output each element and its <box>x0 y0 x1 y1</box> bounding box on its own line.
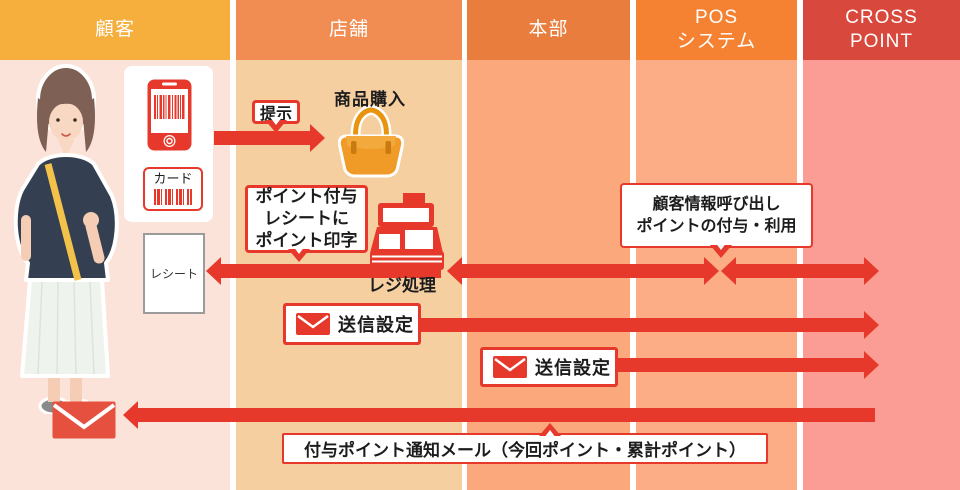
member-card-barcode <box>154 189 192 205</box>
point-grant-bubble-label: ポイント付与 レシートに ポイント印字 <box>255 186 358 251</box>
register-label: レジ処理 <box>368 276 436 295</box>
lane-header-customer: 顧客 <box>0 0 230 60</box>
customer-id-card: カード <box>124 66 213 222</box>
present-bubble-label: 提示 <box>259 106 292 123</box>
notify-mail-arrow-body <box>136 408 875 422</box>
present-arrow-body <box>214 131 311 145</box>
receipt-label: レシート <box>149 267 198 281</box>
lane-header-store: 店舗 <box>236 0 462 60</box>
mail-received-icon <box>52 401 116 439</box>
lane-header-pos-system: POS システム <box>636 0 797 60</box>
member-card-label: カード <box>153 171 193 186</box>
handbag-icon <box>338 105 404 178</box>
send-config-hq-box: 送信設定 <box>480 347 618 387</box>
bubble-tail-inner <box>715 242 727 250</box>
bubble-tail-inner <box>293 246 305 254</box>
purchase-label: 商品購入 <box>334 90 406 109</box>
customer-illustration <box>13 64 119 414</box>
smartphone-barcode-icon <box>147 79 192 151</box>
member-card: カード <box>143 167 203 211</box>
register-pos-arrow-body <box>460 264 706 278</box>
mail-icon <box>296 313 330 335</box>
lane-header-headquarters: 本部 <box>467 0 630 60</box>
bubble-tail-inner <box>270 117 282 125</box>
notify-mail-label: 付与ポイント通知メール（今回ポイント・累計ポイント） <box>304 441 746 460</box>
send-config-store-arrow-body <box>420 318 866 332</box>
lane-header-cross-point: CROSS POINT <box>803 0 960 60</box>
customer-info-bubble-label: 顧客情報呼び出し ポイントの付与・利用 <box>636 195 797 235</box>
customer-info-bubble: 顧客情報呼び出し ポイントの付与・利用 <box>620 183 813 258</box>
send-config-store-box: 送信設定 <box>283 303 421 345</box>
mail-icon <box>493 356 527 378</box>
receipt-box: レシート <box>143 233 205 314</box>
present-bubble: 提示 <box>252 100 300 133</box>
bubble-tail-up-inner <box>544 430 556 438</box>
cash-register-icon <box>370 193 444 270</box>
notify-mail-label-box: 付与ポイント通知メール（今回ポイント・累計ポイント） <box>282 423 768 464</box>
send-config-hq-label: 送信設定 <box>535 358 611 378</box>
send-config-hq-arrow-body <box>617 358 866 372</box>
point-grant-bubble: ポイント付与 レシートに ポイント印字 <box>245 185 368 262</box>
send-config-store-label: 送信設定 <box>338 315 414 335</box>
pos-cross-arrow-body <box>734 264 866 278</box>
